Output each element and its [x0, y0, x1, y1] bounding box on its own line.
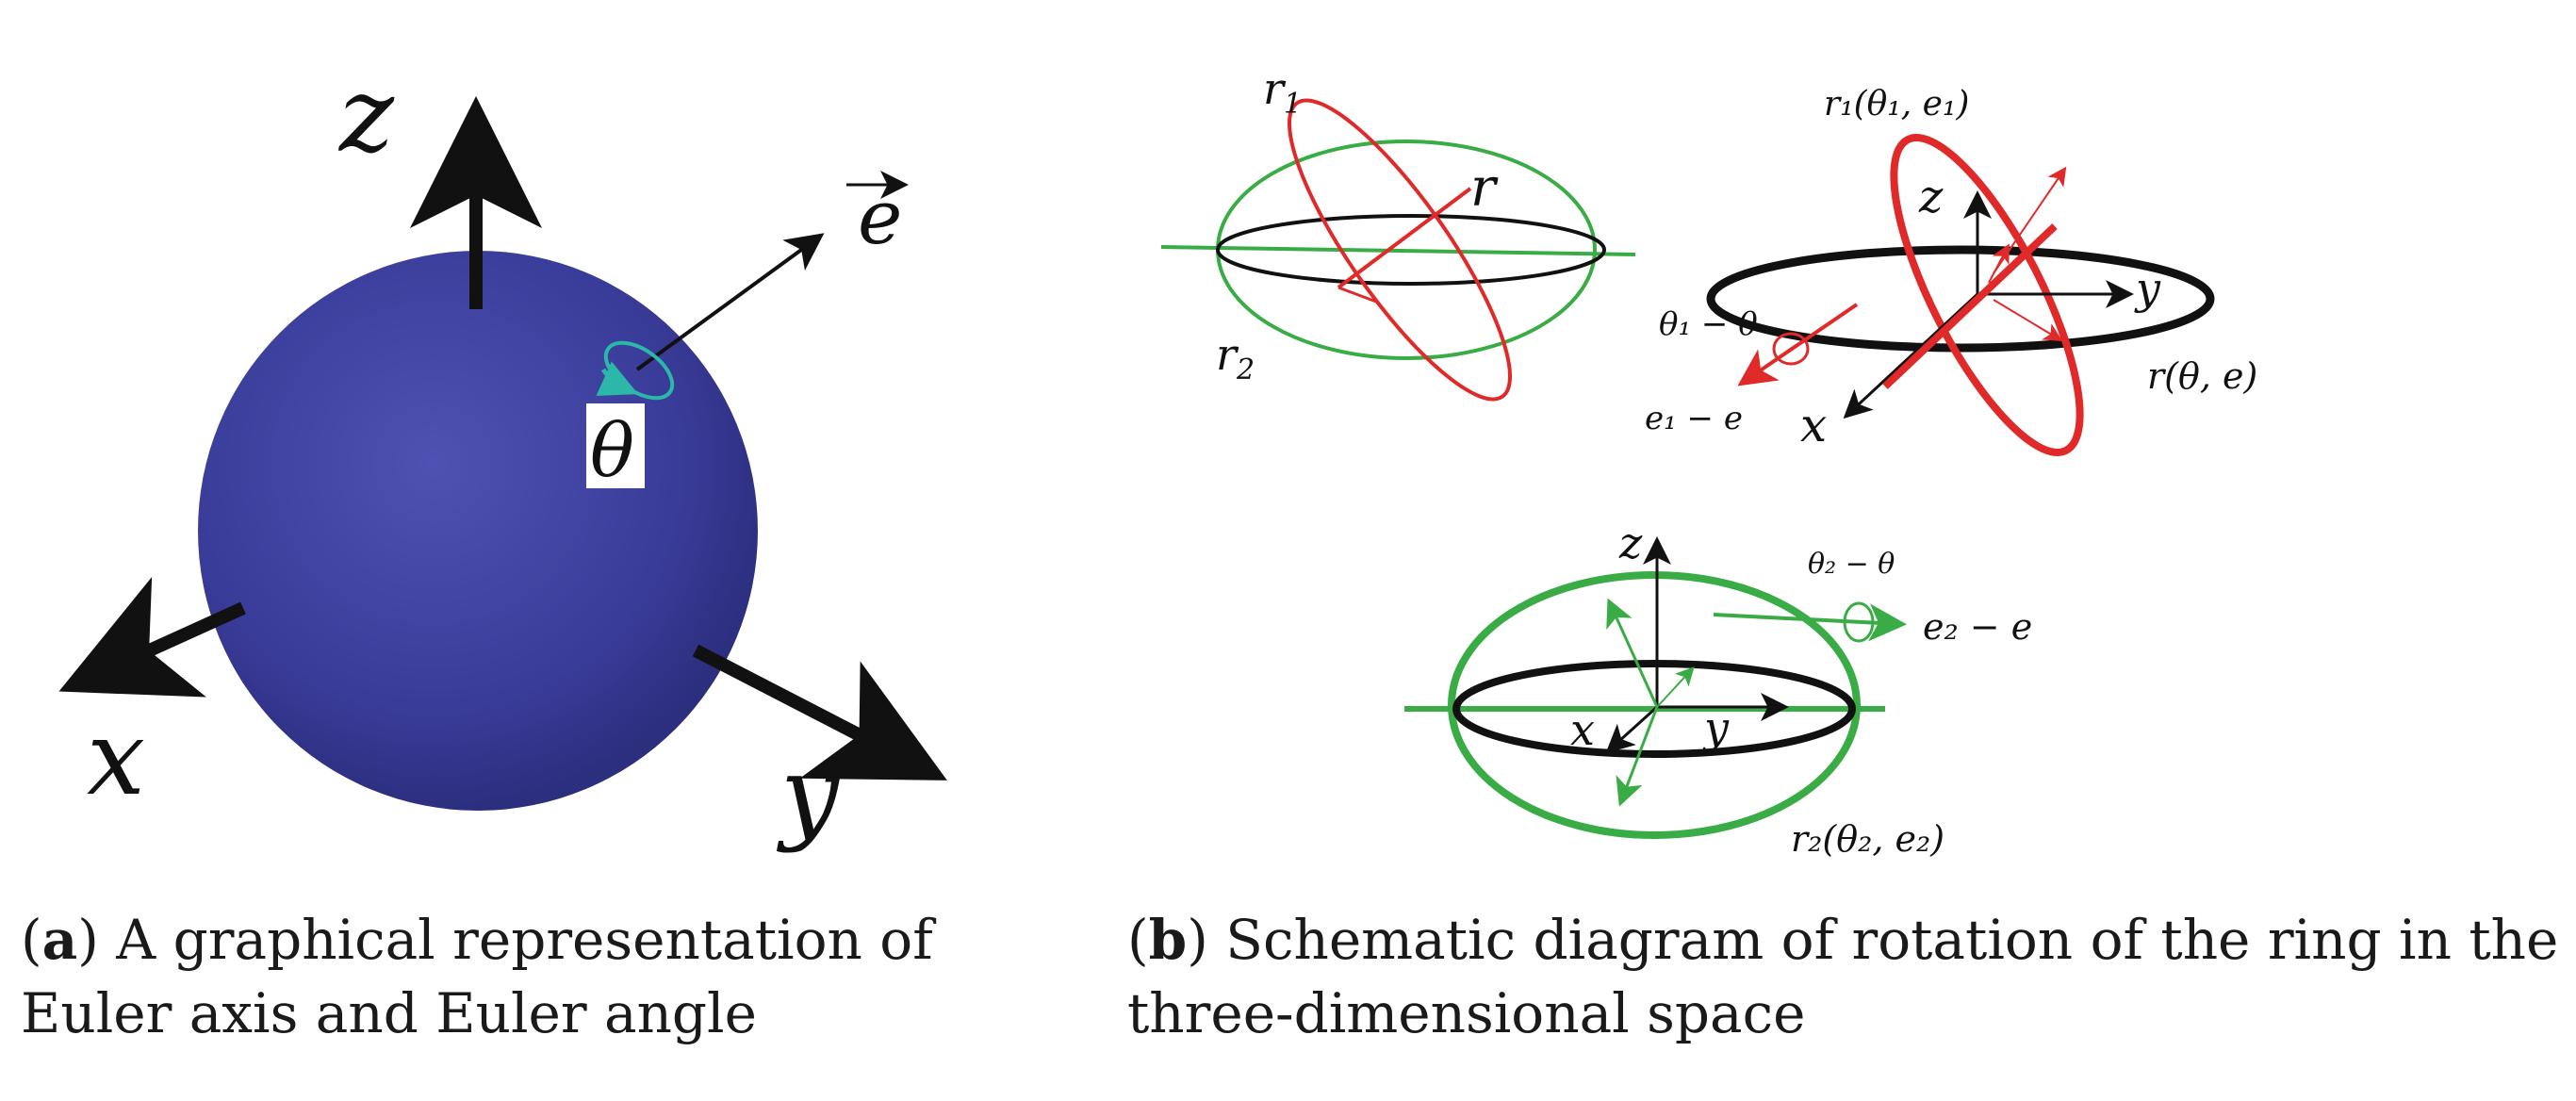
red-axis-2 [1337, 286, 1377, 304]
green-rotation-marker [1843, 601, 1875, 643]
theta-label: θ [590, 409, 634, 494]
red-ring-r1 [1890, 134, 2084, 456]
y-label: y [1702, 702, 1730, 753]
caption-a-line1: (a) A graphical representation of [21, 908, 933, 972]
panel-b-left-rings: r1 r r2 [1160, 63, 1636, 402]
black-ring-r [1452, 660, 1856, 758]
caption-a-text-1: A graphical representation of [98, 908, 933, 972]
red-rotation-marker [1772, 332, 1810, 366]
caption-b-line2: three-dimensional space [1127, 981, 1806, 1045]
e-label: e [858, 173, 902, 261]
z-label: z [1918, 171, 1944, 223]
x-axis-arrow [1843, 292, 1979, 419]
r2-label: r2 [1216, 329, 1255, 386]
green-difference-arrow [1713, 603, 1907, 642]
sphere [198, 251, 758, 811]
green-small-arrow-1 [1606, 598, 1659, 708]
green-small-arrow-2 [1616, 706, 1659, 807]
black-ring-r [1706, 245, 2215, 353]
caption-a: (a) A graphical representation of Euler … [21, 903, 933, 1050]
theta2-minus-theta-label: θ₂ − θ [1808, 548, 1895, 581]
y-label: y [776, 733, 841, 854]
r1-theta1-e1-label: r₁(θ₁, e₁) [1824, 85, 1969, 123]
x-axis-arrow [58, 577, 246, 698]
theta1-minus-theta-label: θ₁ − θ [1659, 305, 1758, 343]
panel-b-right-rings: r₁(θ₁, e₁) z y x θ₁ − θ e₁ − e r(θ, e) [1645, 85, 2257, 456]
black-ring-r [1216, 214, 1606, 286]
x-label: x [1800, 398, 1827, 452]
red-small-arrow-3 [1988, 243, 2010, 284]
caption-b: (b) Schematic diagram of rotation of the… [1127, 903, 2558, 1050]
y-label: y [2134, 263, 2161, 314]
r-theta-e-label: r(θ, e) [2147, 355, 2257, 397]
caption-b-letter: b [1148, 908, 1188, 972]
green-ring-r2 [1448, 571, 1861, 839]
caption-b-line1: (b) Schematic diagram of rotation of the… [1127, 908, 2559, 972]
caption-a-line2: Euler axis and Euler angle [21, 981, 757, 1045]
theta-label-box [586, 403, 645, 488]
red-axis-1 [1337, 187, 1472, 289]
caption-a-letter: a [41, 908, 78, 972]
red-rotation-axis [1882, 223, 2058, 389]
x-label: x [1570, 704, 1595, 755]
e1-minus-e-label: e₁ − e [1645, 400, 1743, 437]
caption-b-text-1: Schematic diagram of rotation of the rin… [1207, 908, 2559, 972]
green-small-arrow-3 [1656, 666, 1695, 708]
z-label: z [1618, 518, 1643, 568]
red-ring-r1 [1287, 98, 1513, 402]
x-axis-arrow [1605, 705, 1659, 754]
panel-a-euler-sphere: z x y e θ [58, 55, 947, 854]
panel-b-bottom-rings: z x y θ₂ − θ e₂ − e r₂(θ₂, e₂) [1404, 518, 2032, 860]
r2-theta2-e2-label: r₂(θ₂, e₂) [1791, 818, 1944, 860]
red-small-arrow-2 [1993, 299, 2063, 342]
y-axis-arrow [692, 644, 947, 781]
r-label: r [1470, 157, 1499, 219]
x-label: x [87, 698, 145, 818]
z-label: z [337, 55, 395, 175]
r1-label: r1 [1263, 63, 1302, 121]
rotation-marker-arrow [596, 361, 639, 396]
green-axis [1160, 245, 1636, 256]
e2-minus-e-label: e₂ − e [1923, 606, 2032, 648]
red-difference-arrow [1737, 303, 1859, 386]
euler-axis-arrow [635, 233, 825, 371]
